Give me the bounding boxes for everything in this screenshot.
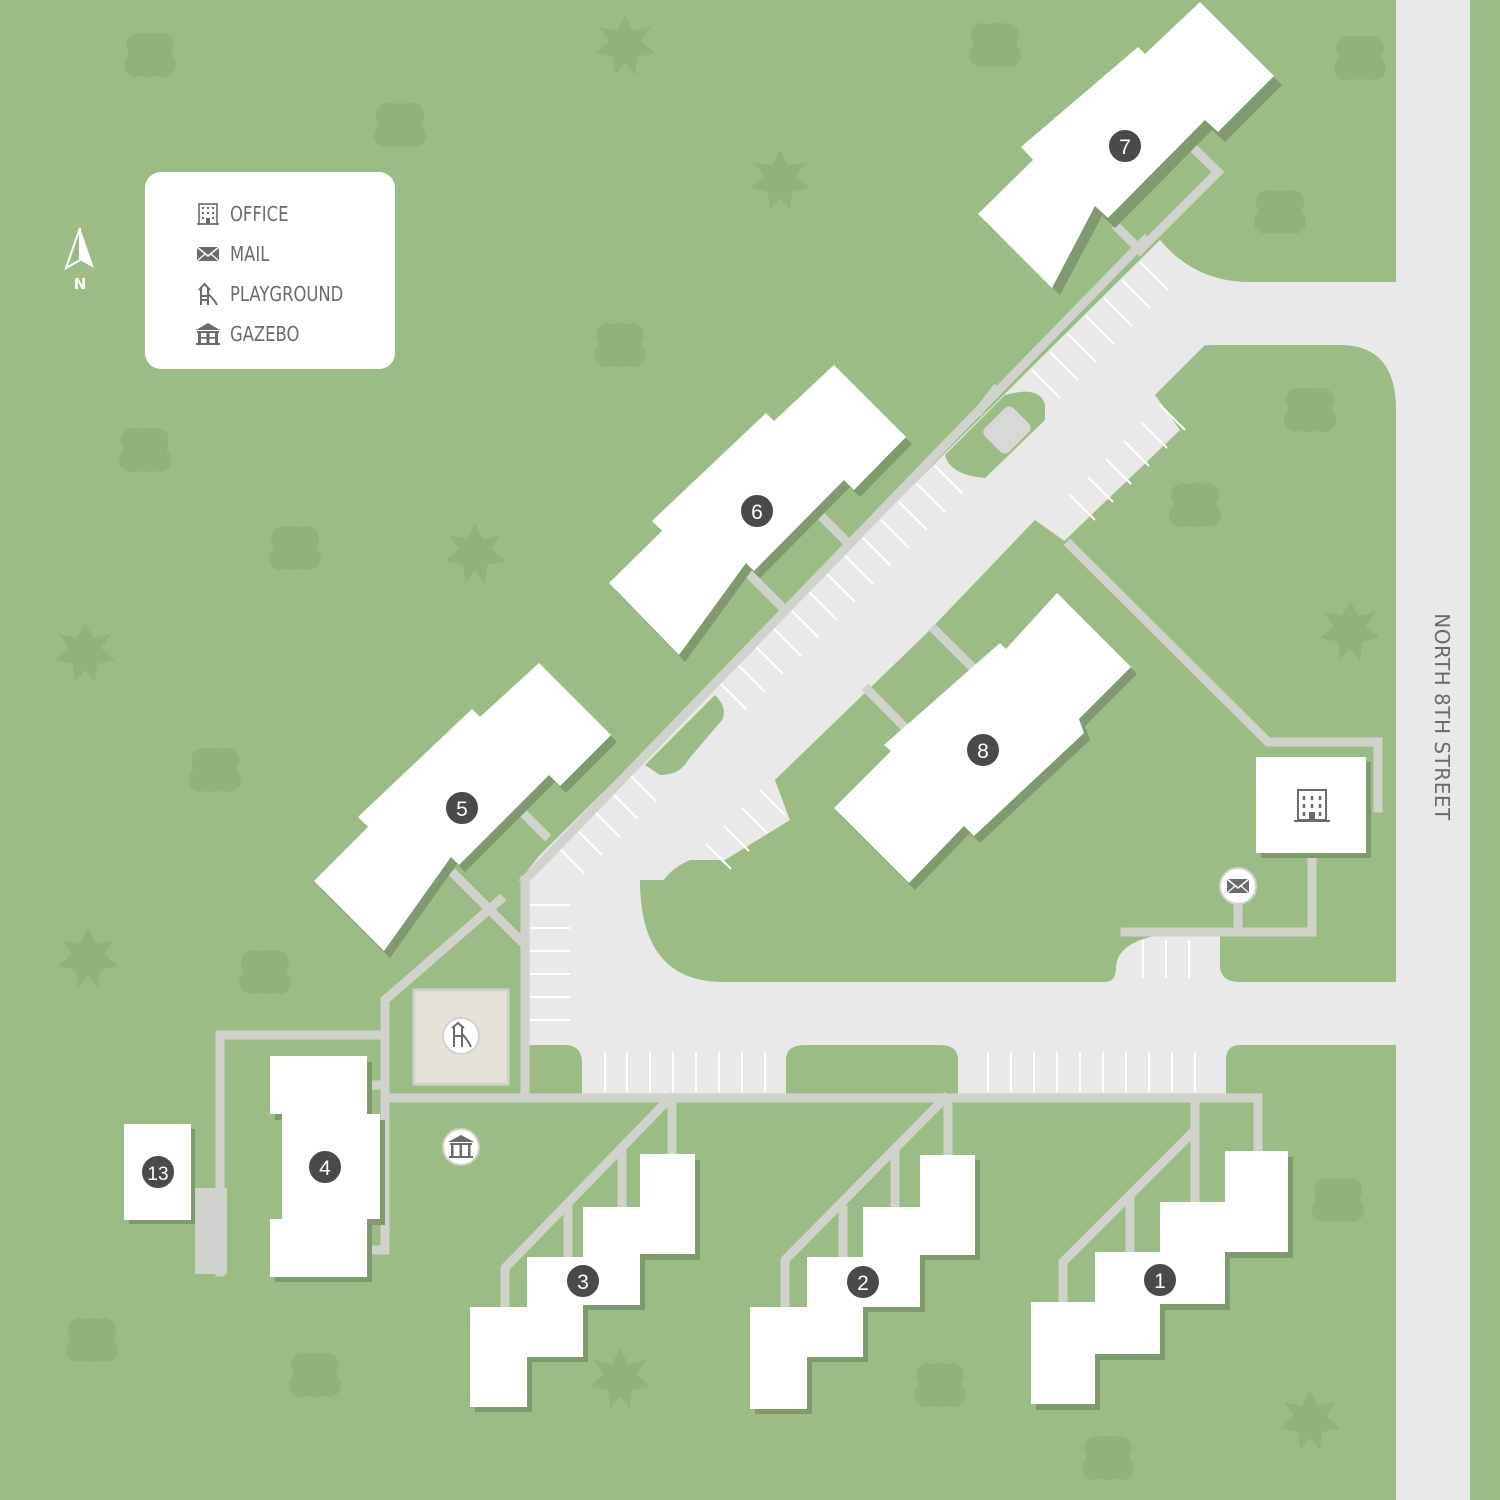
walkway-pad <box>195 1188 227 1274</box>
playground-icon <box>195 281 221 307</box>
svg-text:5: 5 <box>456 798 468 821</box>
gazebo-icon <box>448 1135 474 1158</box>
badge-3: 3 <box>565 1263 601 1299</box>
legend-item-playground: PLAYGROUND <box>195 274 395 314</box>
dumpster-pad <box>983 406 1031 454</box>
svg-text:3: 3 <box>577 1271 589 1294</box>
playground-icon <box>451 1021 472 1048</box>
legend-item-office: OFFICE <box>195 194 395 234</box>
gazebo-icon <box>195 321 221 347</box>
badge-13: 13 <box>140 1154 176 1190</box>
north-arrow-icon: N <box>64 227 94 293</box>
mail-icon <box>195 241 221 267</box>
svg-text:6: 6 <box>751 501 763 524</box>
playground-marker[interactable] <box>442 1017 480 1055</box>
badge-4: 4 <box>307 1149 343 1185</box>
legend-label-gazebo: GAZEBO <box>230 322 300 346</box>
svg-text:13: 13 <box>147 1164 168 1185</box>
parking-island <box>645 695 724 775</box>
svg-text:8: 8 <box>977 740 989 763</box>
street-name-label: NORTH 8TH STREET <box>1430 613 1454 821</box>
parking-stalls <box>530 261 1196 1092</box>
badge-1: 1 <box>1142 1262 1178 1298</box>
svg-text:1: 1 <box>1154 1270 1166 1293</box>
office-icon <box>195 201 221 227</box>
mail-marker[interactable] <box>1219 867 1257 905</box>
badge-7: 7 <box>1107 128 1143 164</box>
legend-item-mail: MAIL <box>195 234 395 274</box>
legend-label-mail: MAIL <box>230 242 270 266</box>
office-building[interactable] <box>1256 757 1371 858</box>
legend-item-gazebo: GAZEBO <box>195 314 395 354</box>
svg-text:2: 2 <box>857 1272 869 1295</box>
building-13[interactable] <box>124 1124 195 1224</box>
north-compass: N <box>62 226 98 293</box>
legend-label-office: OFFICE <box>230 202 289 226</box>
svg-text:N: N <box>74 275 87 292</box>
office-icon <box>1294 789 1330 822</box>
svg-text:7: 7 <box>1119 136 1131 159</box>
north-8th-street-road <box>1396 0 1470 1500</box>
svg-text:4: 4 <box>319 1157 331 1180</box>
mail-icon <box>1226 878 1250 894</box>
map-legend: OFFICE MAIL PLAYGROUND GAZEBO <box>145 172 395 369</box>
badge-5: 5 <box>444 790 480 826</box>
badge-2: 2 <box>845 1264 881 1300</box>
badge-6: 6 <box>739 493 775 529</box>
gazebo-marker[interactable] <box>442 1128 480 1166</box>
legend-label-playground: PLAYGROUND <box>230 282 344 306</box>
badge-8: 8 <box>965 732 1001 768</box>
